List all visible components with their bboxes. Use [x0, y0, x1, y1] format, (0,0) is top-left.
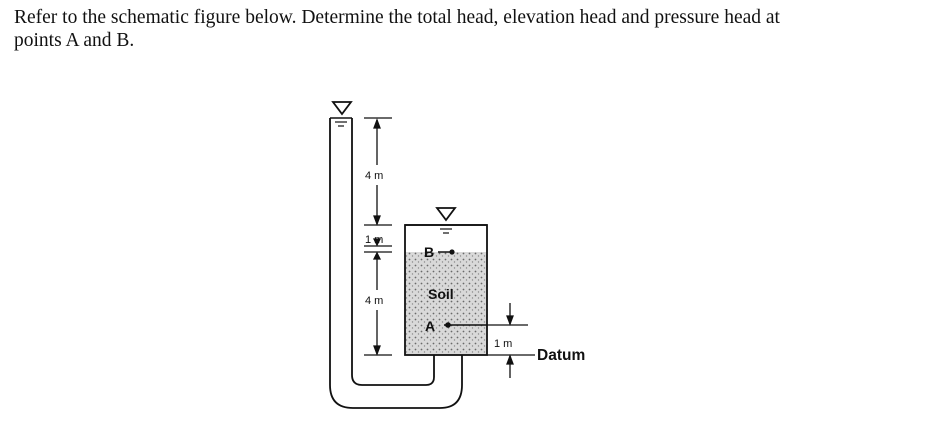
soil-label: Soil: [428, 286, 454, 302]
point-a-label: A: [425, 318, 435, 334]
dimension-lines-left: [364, 117, 392, 356]
tube-inner-wall: [351, 118, 435, 386]
question-line-2: points A and B.: [14, 30, 135, 51]
tube-outer-wall: [329, 118, 463, 409]
question-text: Refer to the schematic figure below. Det…: [14, 6, 914, 52]
standpipe-water-symbol-icon: [331, 101, 353, 116]
container-water-symbol-icon: [435, 207, 457, 222]
question-line-1: Refer to the schematic figure below. Det…: [14, 7, 780, 28]
point-a-marker: [445, 322, 451, 328]
soil-fill: [405, 252, 487, 355]
point-b-label: B: [424, 244, 434, 260]
dim-label-upper: 4 m: [365, 170, 383, 182]
dim-label-datum: 1 m: [494, 338, 512, 350]
datum-label: Datum: [537, 347, 585, 364]
dim-label-lower: 4 m: [365, 295, 383, 307]
dimension-lines-datum: [487, 303, 535, 378]
dim-label-middle: 1 m: [365, 234, 383, 246]
point-b-marker: [449, 249, 455, 255]
